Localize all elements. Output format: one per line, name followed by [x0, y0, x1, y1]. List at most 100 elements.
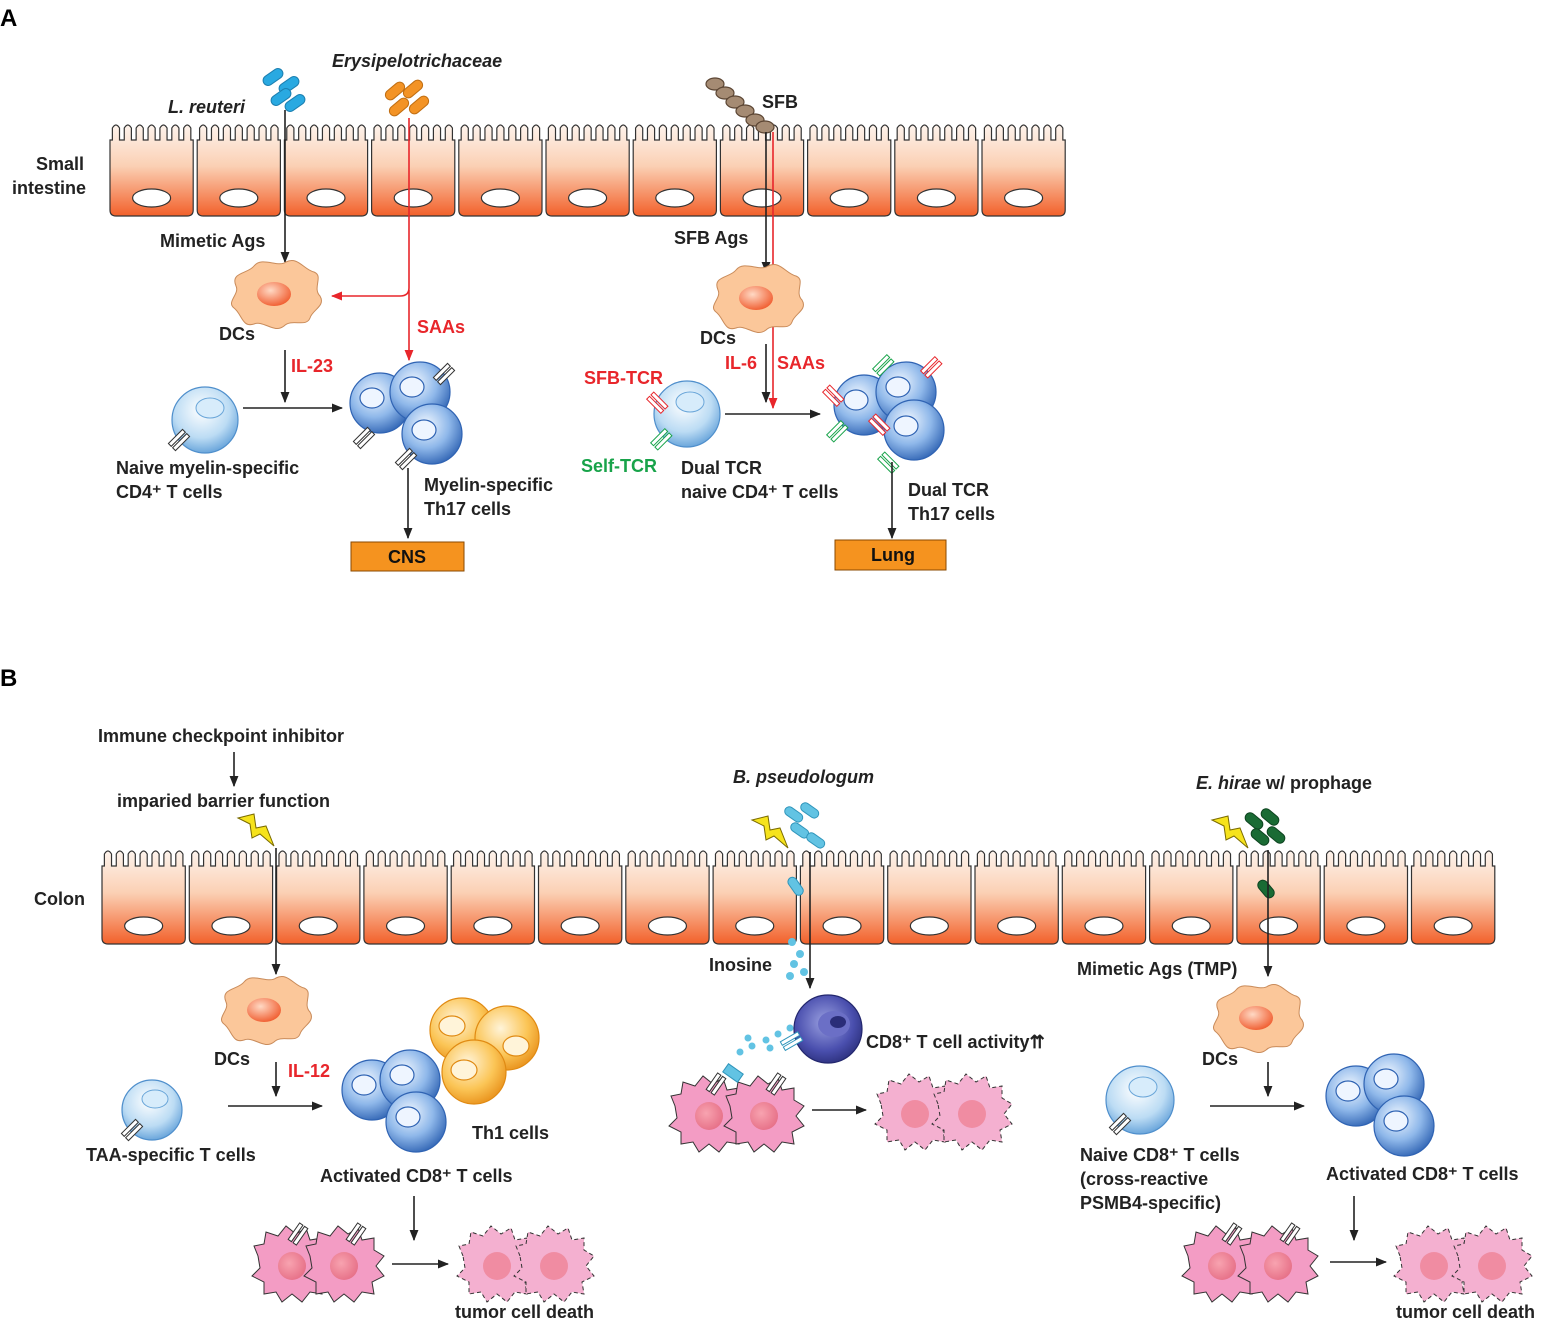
lung-box	[834, 539, 947, 571]
tumor-cells-middle	[668, 1063, 805, 1153]
dual-tcr-naive-t-cell	[645, 380, 721, 451]
epithelial-cell	[1061, 850, 1147, 945]
cns-label: CNS	[388, 547, 426, 567]
myelin-th17-label-line1: Myelin-specific	[424, 475, 553, 495]
dual-tcr-th17-label-line1: Dual TCR	[908, 480, 989, 500]
b-pseudologum-label: B. pseudologum	[733, 767, 874, 787]
epithelial-cell	[632, 124, 717, 217]
epithelial-cell	[276, 850, 361, 945]
panel-a-letter: A	[0, 5, 17, 32]
lightning-icon-middle	[750, 815, 789, 849]
myelin-th17-cell-cluster	[349, 361, 463, 471]
epithelial-cell	[1323, 850, 1409, 945]
erysipelotrichaceae-bacteria-icon	[384, 79, 430, 117]
dcs-label-b-right: DCs	[1202, 1049, 1238, 1069]
barrier-label: imparied barrier function	[117, 791, 330, 811]
e-hirae-label: E. hirae w/ prophage	[1196, 773, 1372, 793]
dual-tcr-naive-label-line1: Dual TCR	[681, 458, 762, 478]
epithelial-cell	[625, 850, 710, 945]
dual-tcr-th17-label-line2: Th17 cells	[908, 504, 995, 524]
small-intestine-epithelium	[109, 124, 1066, 217]
tumor-cells-right	[1181, 1222, 1319, 1303]
epithelial-cell	[712, 850, 797, 945]
taa-specific-t-cell	[120, 1079, 183, 1142]
checkpoint-label: Immune checkpoint inhibitor	[98, 726, 344, 746]
epithelial-cell	[1149, 850, 1234, 945]
dead-tumor-cells-middle	[874, 1073, 1013, 1151]
sfb-label: SFB	[762, 92, 798, 112]
e-hirae-bacteria-icon	[1244, 808, 1286, 899]
naive-cd8-label-line1: Naive CD8⁺ T cells	[1080, 1145, 1240, 1165]
mimetic-tmp-label: Mimetic Ags (TMP)	[1077, 959, 1237, 979]
cns-box	[350, 541, 465, 572]
epithelial-cell	[719, 124, 805, 217]
dcs-label-a-right: DCs	[700, 328, 736, 348]
sfb-bacteria-icon	[705, 77, 775, 134]
sfb-tcr-label: SFB-TCR	[584, 368, 663, 388]
l-reuteri-label: L. reuteri	[168, 97, 246, 117]
epithelial-cell	[887, 850, 972, 945]
naive-cd8-label-line2: (cross-reactive	[1080, 1169, 1208, 1189]
epithelial-cell	[101, 850, 186, 945]
small-intestine-label-line2: intestine	[12, 178, 86, 198]
saas-label-a-right: SAAs	[777, 353, 825, 373]
panel-b-letter: B	[0, 665, 17, 692]
sfb-ags-label: SFB Ags	[674, 228, 748, 248]
naive-cd8-t-cell	[1105, 1065, 1175, 1136]
il6-label: IL-6	[725, 353, 757, 373]
dead-tumor-cells-left	[456, 1225, 595, 1303]
inosine-label: Inosine	[709, 955, 772, 975]
lung-label: Lung	[871, 545, 915, 565]
dc-cell-a-left	[230, 260, 322, 330]
myelin-th17-label-line2: Th17 cells	[424, 499, 511, 519]
naive-myelin-t-cell	[167, 386, 239, 454]
epithelial-cell	[371, 124, 456, 217]
epithelial-cell	[458, 124, 543, 217]
activated-cd8-cell-cluster-right	[1325, 1053, 1435, 1157]
mimetic-ags-label: Mimetic Ags	[160, 231, 265, 251]
activated-cd8-cell-cluster-left	[341, 1049, 447, 1153]
lightning-icon-left	[236, 813, 275, 847]
epithelial-cell	[799, 850, 885, 945]
dcs-label-b-left: DCs	[214, 1049, 250, 1069]
l-reuteri-bacteria-icon	[262, 68, 306, 112]
lightning-icon-right	[1210, 815, 1249, 849]
epithelial-cell	[1410, 850, 1496, 945]
il23-label: IL-23	[291, 356, 333, 376]
th1-cell-cluster	[429, 997, 540, 1105]
il12-label: IL-12	[288, 1061, 330, 1081]
epithelial-cell	[450, 850, 536, 945]
epithelial-cell	[1236, 850, 1321, 945]
epithelial-cell	[109, 124, 194, 217]
epithelial-cell	[537, 850, 623, 945]
activated-cd8-label-right: Activated CD8⁺ T cells	[1326, 1164, 1519, 1184]
taa-label: TAA-specific T cells	[86, 1145, 256, 1165]
dcs-label-a-left: DCs	[219, 324, 255, 344]
epithelial-cell	[974, 850, 1059, 945]
inosine-dots-icon	[736, 938, 808, 1056]
dc-cell-b-left	[220, 976, 312, 1046]
saas-label-a-left: SAAs	[417, 317, 465, 337]
tumor-cells-left	[251, 1222, 385, 1303]
dc-cell-a-right	[712, 264, 804, 334]
th1-label: Th1 cells	[472, 1123, 549, 1143]
small-intestine-label-line1: Small	[36, 154, 84, 174]
tumor-death-label-right: tumor cell death	[1396, 1302, 1535, 1318]
dual-tcr-naive-label-line2: naive CD4⁺ T cells	[681, 482, 839, 502]
cd8-t-cell-activated	[779, 994, 863, 1064]
dual-tcr-th17-cell-cluster	[821, 353, 945, 475]
dc-cell-b-right	[1212, 984, 1304, 1054]
epithelial-cell	[196, 124, 281, 217]
epithelial-cell	[807, 124, 892, 217]
epithelial-cell	[981, 124, 1066, 217]
epithelial-cell	[283, 124, 369, 217]
b-pseudologum-bacteria-icon	[784, 802, 826, 896]
naive-myelin-label-line2: CD4⁺ T cells	[116, 482, 223, 502]
self-tcr-label: Self-TCR	[581, 456, 657, 476]
activated-cd8-label-left: Activated CD8⁺ T cells	[320, 1166, 513, 1186]
colon-label: Colon	[34, 889, 85, 909]
epithelial-cell	[545, 124, 630, 217]
naive-cd8-label-line3: PSMB4-specific)	[1080, 1193, 1221, 1213]
colon-epithelium	[101, 850, 1496, 945]
